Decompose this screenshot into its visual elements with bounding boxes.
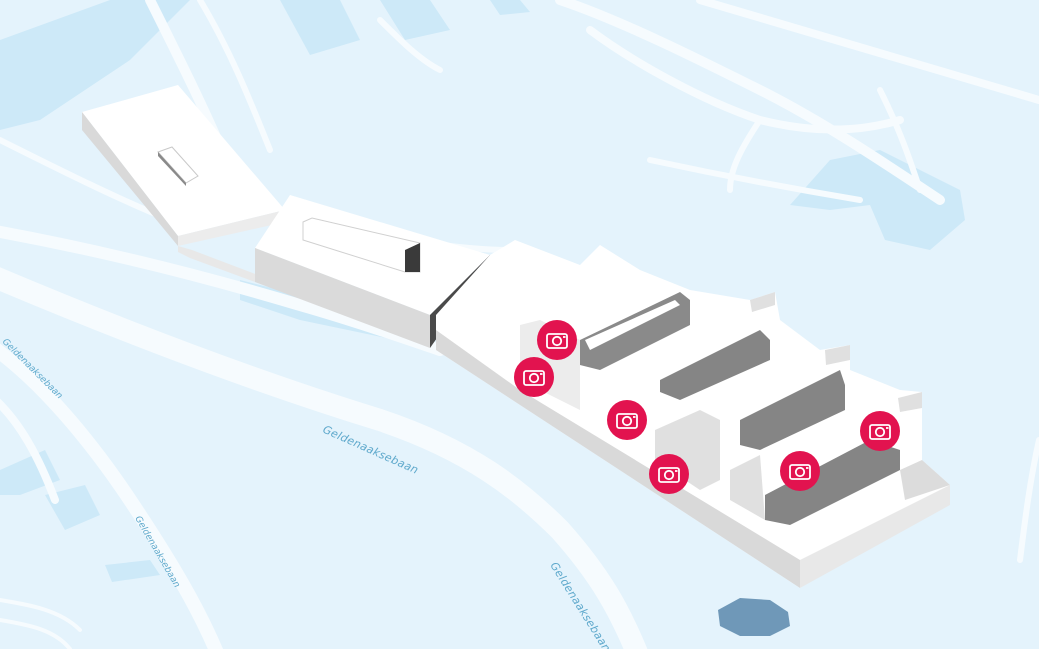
- photo-pin-5[interactable]: [780, 451, 820, 491]
- photo-pin-3[interactable]: [607, 400, 647, 440]
- photo-pin-4[interactable]: [649, 454, 689, 494]
- photo-pin-1[interactable]: [537, 320, 577, 360]
- photo-pins: [514, 320, 900, 494]
- camera-icon: [546, 333, 568, 349]
- camera-icon: [869, 424, 891, 440]
- camera-icon: [658, 467, 680, 483]
- photo-pin-6[interactable]: [860, 411, 900, 451]
- pond: [718, 598, 790, 636]
- camera-icon: [789, 464, 811, 480]
- camera-icon: [616, 413, 638, 429]
- camera-icon: [523, 370, 545, 386]
- photo-pin-2[interactable]: [514, 357, 554, 397]
